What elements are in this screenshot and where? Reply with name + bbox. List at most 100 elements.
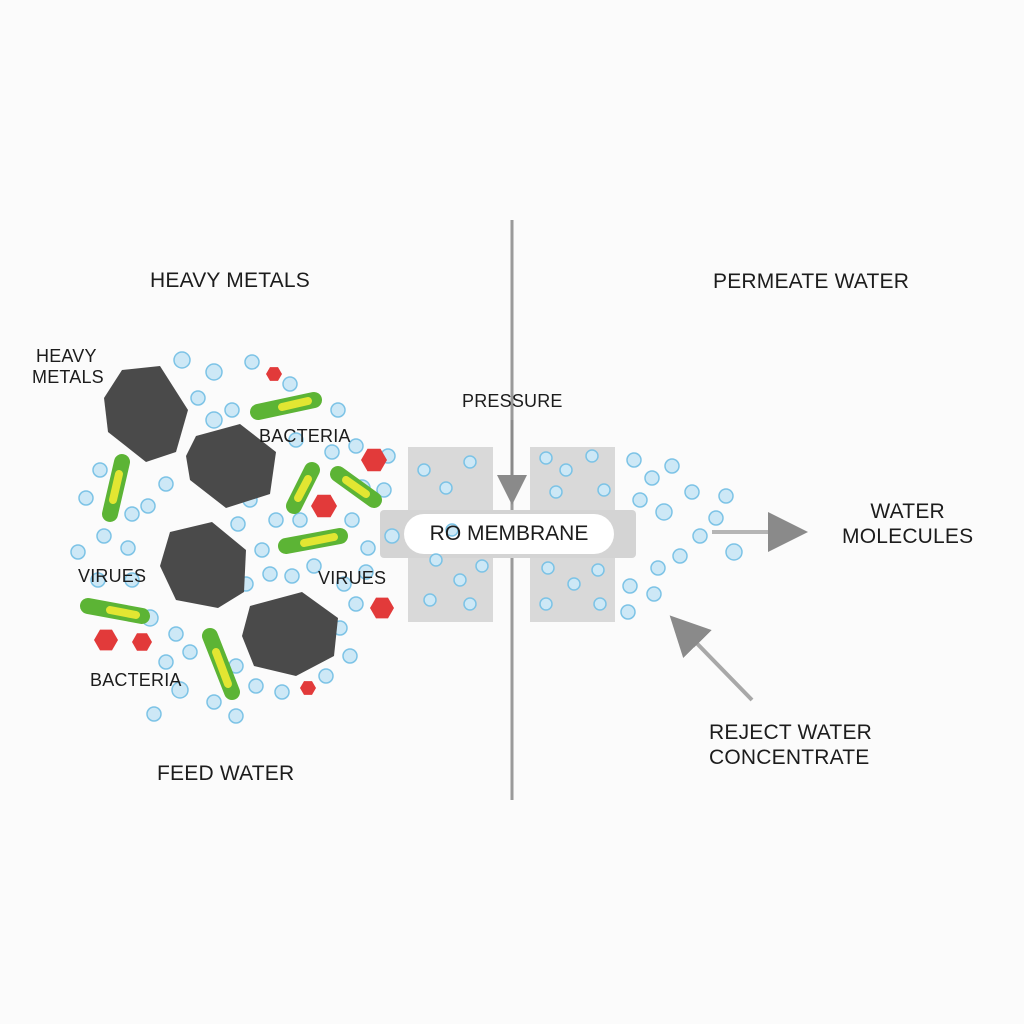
water-molecule: [593, 597, 607, 611]
water-molecule: [124, 506, 140, 522]
viruses-left-label: VIRUES: [78, 566, 147, 586]
water-molecules-line2: MOLECULES: [842, 524, 974, 548]
virus-particle: [311, 494, 337, 518]
water-molecule: [268, 512, 284, 528]
water-molecule: [453, 573, 467, 587]
water-molecule: [672, 548, 688, 564]
water-molecule: [708, 510, 724, 526]
heavy-metals-top-label: HEAVY METALS: [150, 269, 310, 292]
water-molecule: [228, 708, 244, 724]
bacteria: [250, 392, 322, 420]
water-molecule: [140, 498, 156, 514]
water-molecule: [173, 351, 191, 369]
water-molecule: [622, 578, 638, 594]
water-molecule: [205, 363, 223, 381]
water-molecule: [358, 564, 374, 580]
water-molecule: [439, 481, 453, 495]
water-molecule: [620, 604, 636, 620]
reject-water-line1: REJECT WATER: [709, 721, 873, 744]
bacteria-lower-label: BACTERIA: [90, 670, 182, 690]
heavy-metals-side-line1: HEAVY: [36, 346, 97, 366]
water-molecule: [78, 490, 94, 506]
water-molecule: [539, 451, 553, 465]
water-molecule: [70, 544, 86, 560]
water-molecule: [559, 463, 573, 477]
water-molecule: [244, 354, 260, 370]
heavy-metals: [104, 366, 338, 676]
water-molecule: [292, 512, 308, 528]
water-molecule: [417, 463, 431, 477]
water-molecule: [330, 402, 346, 418]
water-molecule: [650, 560, 666, 576]
water-molecule: [591, 563, 605, 577]
water-molecule: [348, 438, 364, 454]
water-molecule: [158, 476, 174, 492]
bacteria: [80, 598, 150, 624]
viruses-group: [94, 367, 394, 695]
water-molecule: [475, 559, 489, 573]
water-molecule: [306, 558, 322, 574]
water-molecule: [168, 626, 184, 642]
water-molecule: [284, 568, 300, 584]
water-molecule: [124, 572, 140, 588]
viruses-right-label: VIRUES: [318, 568, 387, 588]
water-molecule: [230, 516, 246, 532]
water-molecule: [324, 444, 340, 460]
water-molecule: [254, 542, 270, 558]
water-molecule: [541, 561, 555, 575]
water-molecule: [646, 586, 662, 602]
water-molecule: [158, 654, 174, 670]
bacteria: [102, 454, 130, 522]
water-molecule: [248, 678, 264, 694]
water-molecule: [692, 528, 708, 544]
heavy-metal-particle: [104, 366, 188, 462]
water-molecule: [585, 449, 599, 463]
pressure-label: PRESSURE: [462, 391, 563, 411]
water-molecule: [384, 528, 400, 544]
bacteria: [286, 462, 320, 514]
water-molecule: [224, 402, 240, 418]
water-molecules-label: WATER MOLECULES: [842, 500, 973, 550]
bacteria-upper-label: BACTERIA: [259, 426, 351, 446]
heavy-metal-particle: [186, 424, 276, 508]
water-molecule: [684, 484, 700, 500]
water-molecule: [644, 470, 660, 486]
bacteria: [202, 628, 240, 700]
ro-membrane-label: RO MEMBRANE: [429, 522, 589, 545]
water-molecule: [206, 694, 222, 710]
water-molecule: [190, 390, 206, 406]
feed-water-label: FEED WATER: [157, 762, 295, 785]
water-molecule: [171, 681, 189, 699]
water-molecule: [182, 644, 198, 660]
heavy-metals-side-label: HEAVY METALS: [32, 346, 104, 388]
reject-water-label: REJECT WATER CONCENTRATE: [709, 721, 872, 771]
water-molecule: [423, 593, 437, 607]
water-molecule: [336, 576, 352, 592]
virus-particle: [300, 681, 316, 695]
water-molecule: [718, 488, 734, 504]
water-molecule: [463, 597, 477, 611]
reject-water-line2: CONCENTRATE: [709, 745, 870, 769]
water-molecule: [274, 684, 290, 700]
water-molecule: [429, 553, 443, 567]
water-molecule: [664, 458, 680, 474]
virus-particle: [361, 448, 387, 472]
water-molecule: [344, 512, 360, 528]
heavy-metals-side-line2: METALS: [32, 367, 104, 388]
virus-particle: [370, 597, 394, 619]
water-molecule: [725, 543, 743, 561]
virus-particle: [266, 367, 282, 381]
water-molecule: [360, 540, 376, 556]
water-molecule: [655, 503, 673, 521]
bacteria-group: [80, 392, 382, 700]
water-molecule: [288, 432, 304, 448]
water-molecule: [262, 566, 278, 582]
virus-particle: [94, 629, 118, 651]
heavy-metal-particle: [160, 522, 246, 608]
water-molecule: [348, 596, 364, 612]
water-molecule: [92, 462, 108, 478]
water-molecule: [120, 540, 136, 556]
water-molecule: [282, 376, 298, 392]
